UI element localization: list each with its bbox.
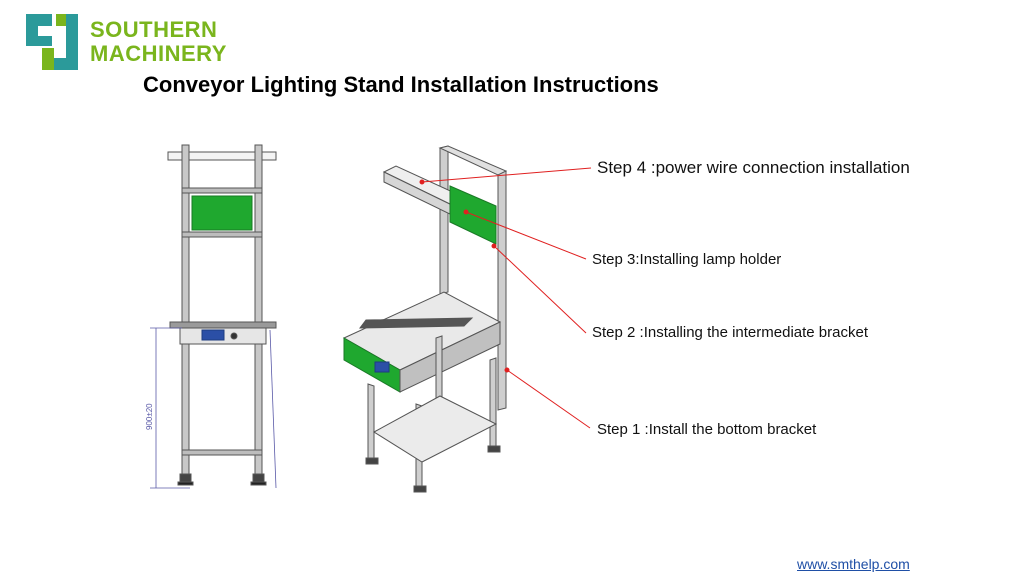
step-3-label: Step 3:Installing lamp holder [592, 251, 782, 268]
isometric-view [342, 145, 508, 493]
dimension-line [150, 327, 277, 489]
step-1-label: Step 1 :Install the bottom bracket [597, 421, 817, 438]
brand-name: SOUTHERN MACHINERY [90, 18, 227, 66]
step-2-label: Step 2 :Installing the intermediate brac… [592, 324, 868, 341]
dimension-label: 900±20 [145, 403, 154, 430]
website-link[interactable]: www.smthelp.com [797, 556, 910, 572]
brand-line1: SOUTHERN [90, 17, 218, 42]
southern-machinery-logo-icon [26, 14, 78, 70]
leader-lines [419, 167, 592, 429]
brand-line2: MACHINERY [90, 41, 227, 66]
page-title: Conveyor Lighting Stand Installation Ins… [143, 72, 659, 97]
step-4-label: Step 4 :power wire connection installati… [597, 158, 910, 177]
front-view [167, 144, 277, 486]
